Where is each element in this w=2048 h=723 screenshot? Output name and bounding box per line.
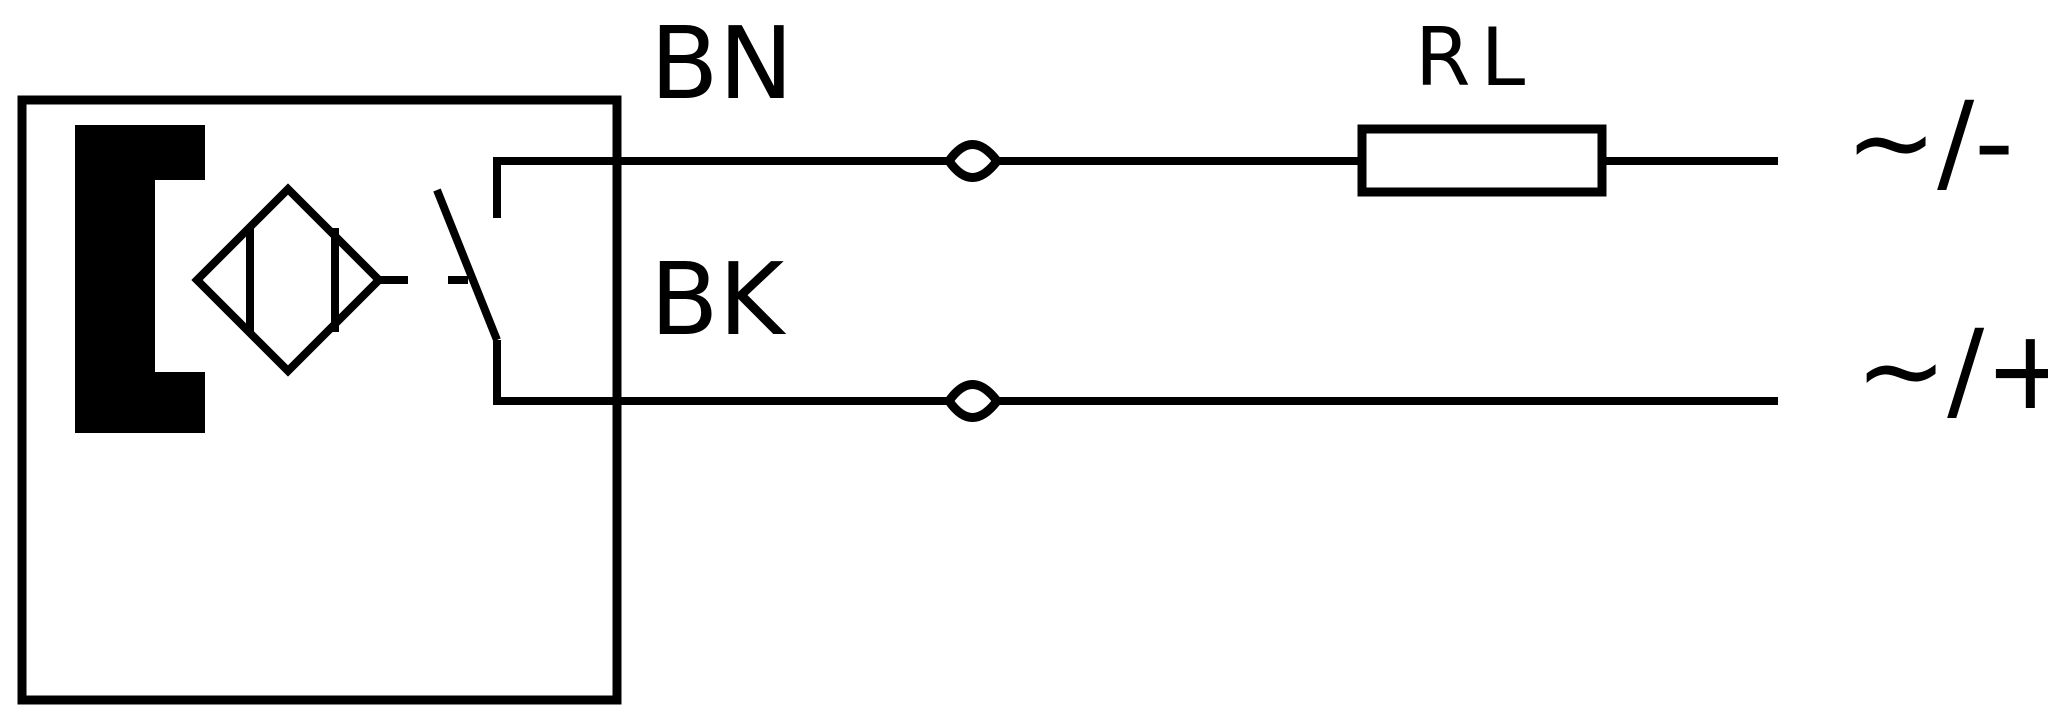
resistor-icon — [1357, 124, 1607, 197]
label-terminal-bottom: ~/+ — [1855, 306, 2048, 434]
label-bk: BK — [650, 241, 787, 358]
switch-blade — [433, 188, 501, 342]
wires — [493, 157, 1778, 405]
normally-open-switch-icon — [433, 160, 501, 400]
sensor-diamond — [191, 183, 385, 377]
label-bn: BN — [650, 5, 793, 122]
inductive-sensor-icon — [191, 183, 385, 377]
wire-bn — [493, 157, 949, 165]
terminal-node-icon — [944, 380, 1002, 422]
label-rl: RL — [1415, 11, 1535, 104]
label-terminal-top: ~/- — [1845, 78, 2014, 206]
sensing-face-icon — [75, 125, 205, 433]
terminal-node-icon — [944, 140, 1002, 182]
terminal-nodes — [944, 140, 1002, 422]
wire-bk — [493, 396, 949, 405]
